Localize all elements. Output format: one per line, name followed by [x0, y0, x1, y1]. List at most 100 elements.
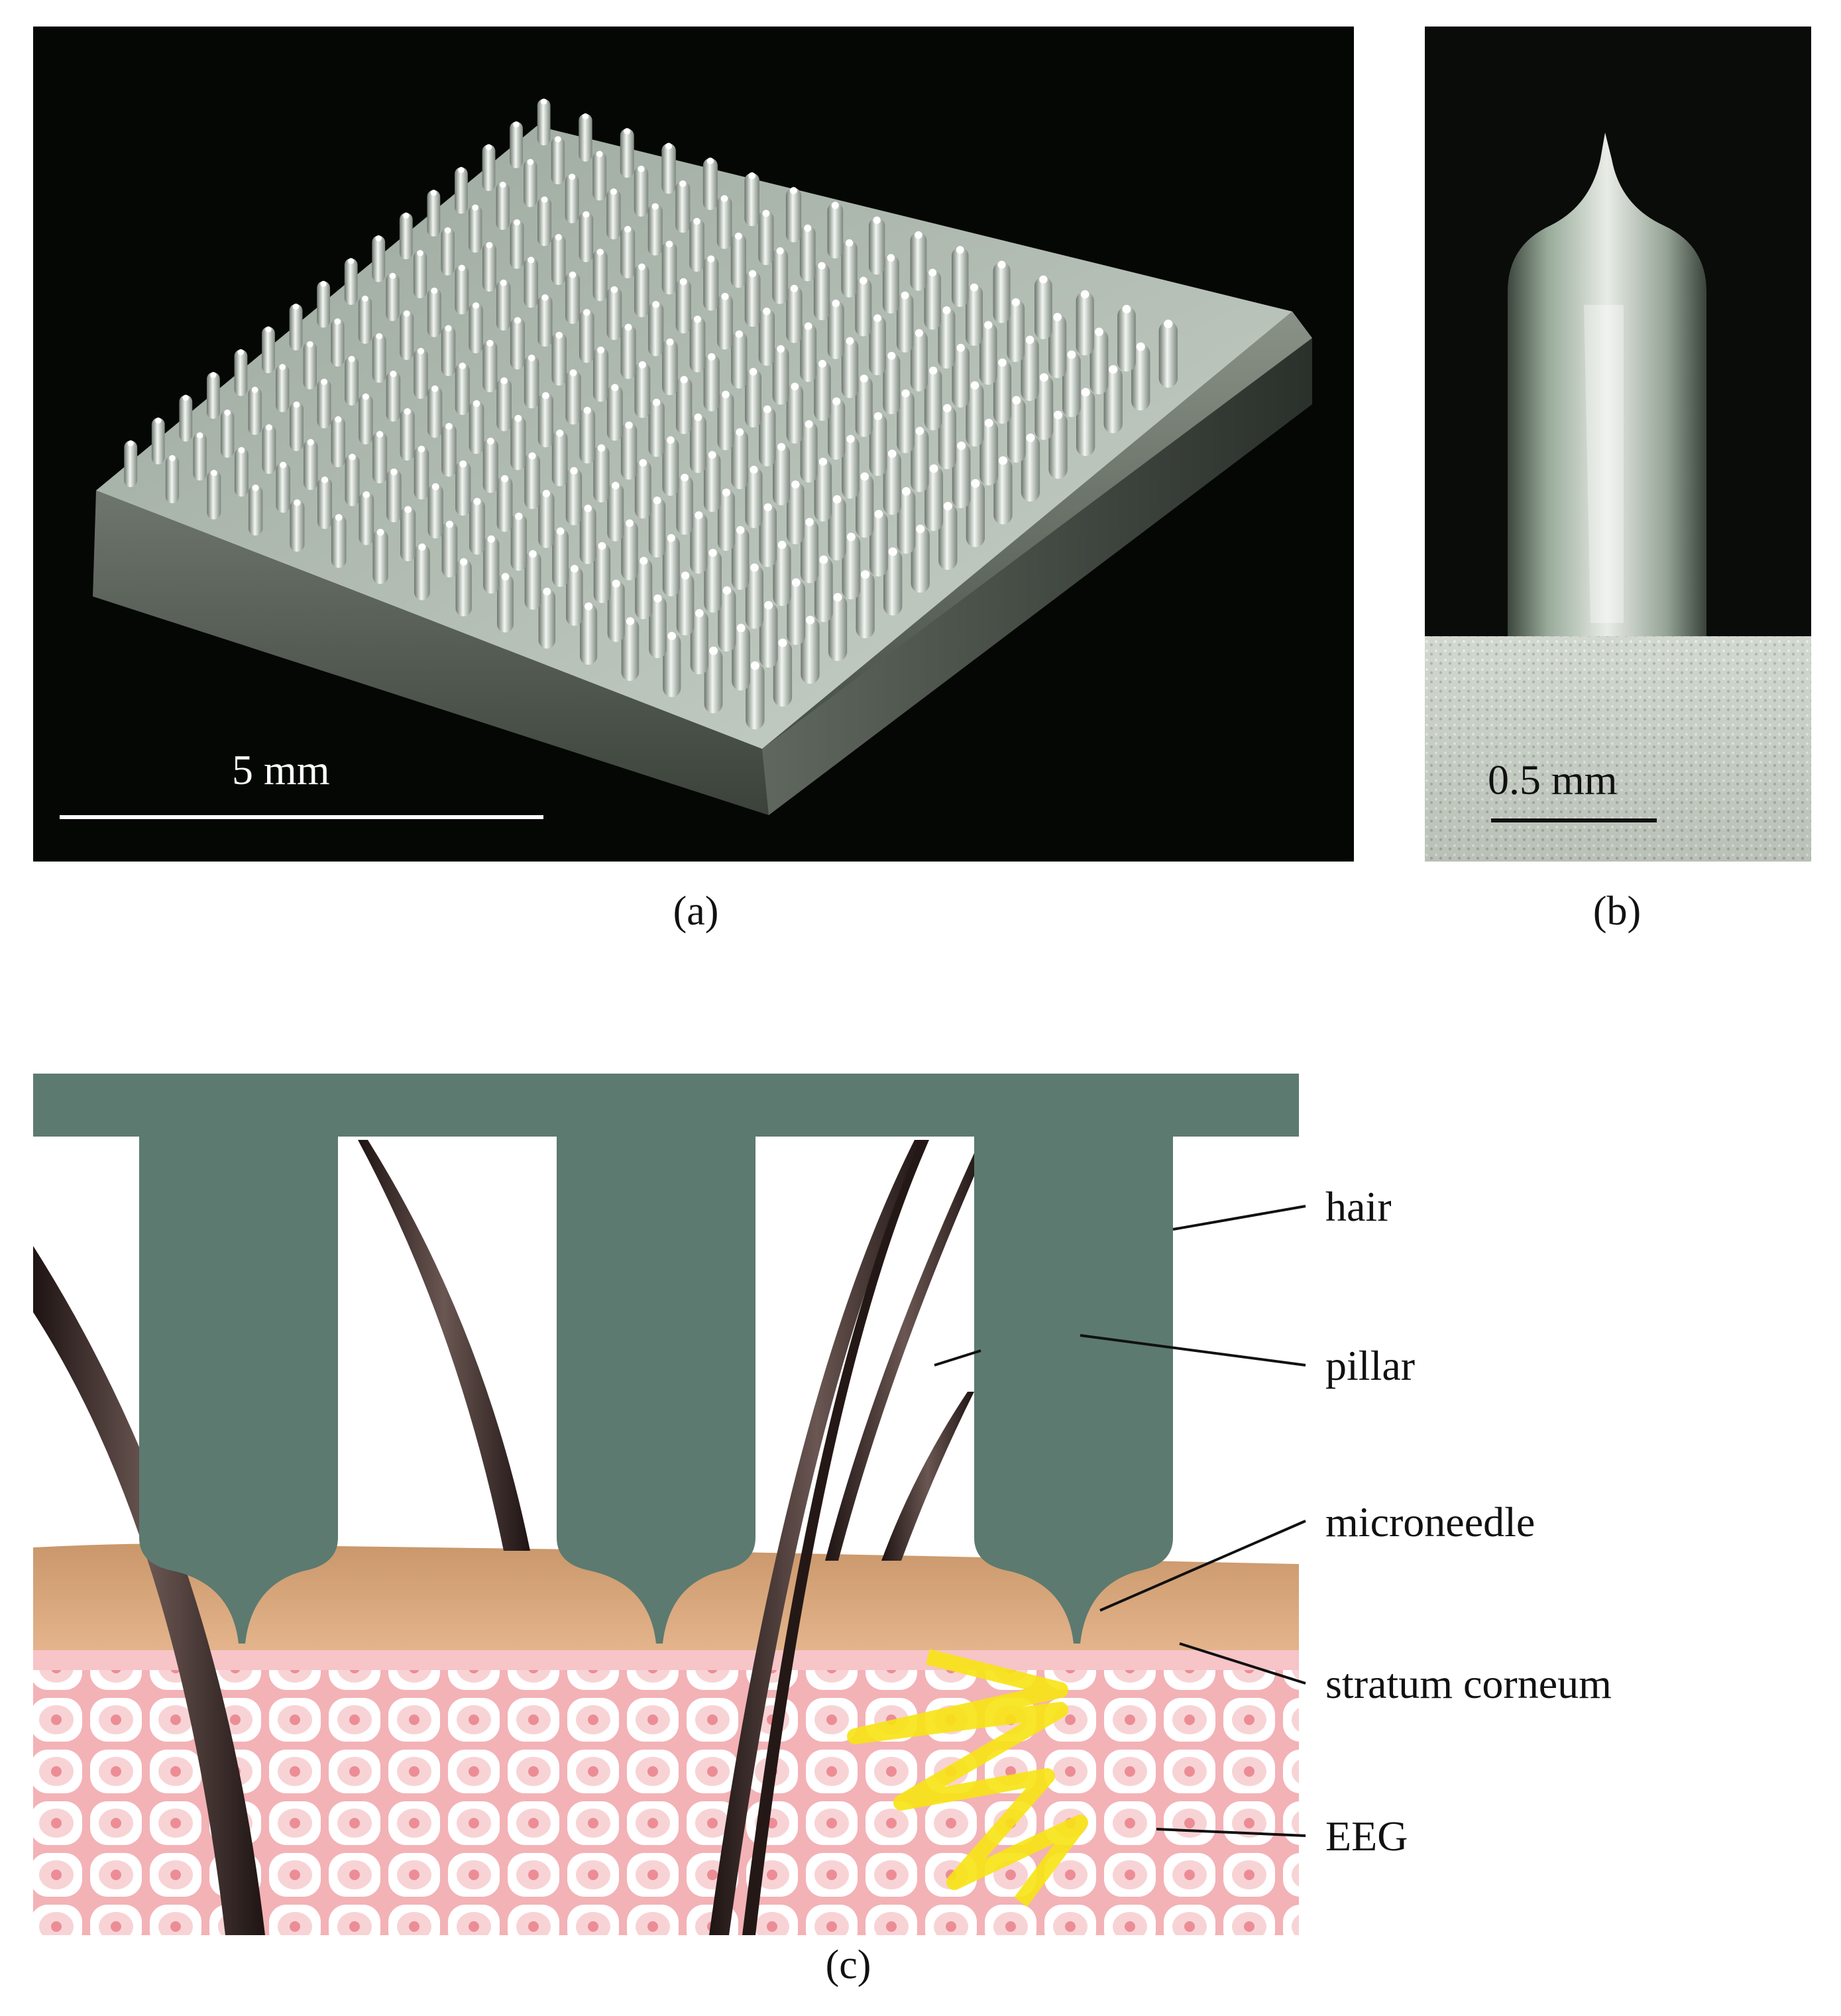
array-pin-highlight: [404, 506, 412, 514]
array-pin: [952, 345, 970, 408]
array-pin: [785, 188, 802, 243]
scale-label-b: 0.5 mm: [1488, 756, 1618, 803]
array-pin: [386, 273, 400, 321]
array-pin: [524, 453, 541, 510]
array-pin: [496, 280, 511, 331]
array-pin: [675, 279, 691, 334]
array-pin: [606, 384, 623, 441]
array-pin: [510, 219, 524, 269]
array-pin-highlight: [764, 600, 773, 610]
array-pin: [717, 392, 734, 451]
array-pin-highlight: [515, 512, 523, 520]
array-pin: [1131, 344, 1150, 411]
array-pin-highlight: [486, 437, 494, 445]
array-pin-highlight: [873, 216, 881, 224]
array-pin-highlight: [943, 404, 952, 413]
array-pin: [689, 316, 706, 372]
array-pin-highlight: [861, 570, 870, 579]
array-pin-highlight: [528, 354, 535, 362]
array-pin: [813, 263, 830, 321]
array-pin: [856, 571, 875, 639]
array-pin: [662, 437, 679, 496]
array-pin-highlight: [541, 294, 549, 302]
array-pin-highlight: [320, 280, 327, 287]
array-pin-highlight: [1109, 365, 1118, 374]
array-pin-highlight: [957, 441, 966, 451]
array-pin: [689, 218, 704, 272]
array-pin: [621, 618, 640, 681]
array-pin-highlight: [459, 264, 465, 272]
array-pin-highlight: [1026, 433, 1035, 443]
array-pin-highlight: [942, 306, 951, 315]
array-pin: [1089, 329, 1109, 394]
array-pin: [703, 256, 719, 311]
array-pin-highlight: [665, 142, 673, 150]
array-pin: [207, 470, 221, 520]
array-pin-highlight: [694, 315, 701, 323]
array-pin: [579, 211, 594, 262]
panel-label-b: (b): [1592, 889, 1642, 934]
array-pin-highlight: [791, 382, 799, 391]
array-pin-highlight: [529, 550, 537, 558]
array-pin-highlight: [708, 549, 717, 557]
array-pin: [276, 462, 290, 513]
array-pin-highlight: [460, 558, 468, 566]
array-pin: [634, 264, 649, 317]
panel-label-c: (c): [825, 1942, 871, 1988]
array-pin: [635, 558, 653, 620]
array-pin-highlight: [956, 246, 964, 254]
array-pin: [220, 410, 235, 458]
array-pin: [537, 197, 552, 247]
array-pin-highlight: [805, 616, 815, 625]
array-pin: [924, 466, 943, 532]
array-pin-highlight: [445, 423, 453, 430]
array-pin: [702, 158, 718, 210]
array-pin-highlight: [735, 232, 742, 240]
array-pin-highlight: [846, 532, 856, 541]
array-pin: [400, 408, 415, 461]
array-pin-highlight: [665, 241, 673, 248]
array-pin: [772, 248, 789, 304]
array-pin: [592, 249, 608, 302]
array-pin-highlight: [473, 302, 480, 309]
array-pin: [455, 167, 468, 214]
array-pin-highlight: [832, 495, 842, 504]
array-pin-highlight: [1053, 313, 1062, 321]
array-pin-highlight: [418, 347, 424, 355]
array-pin: [469, 498, 485, 555]
array-pin-highlight: [1081, 388, 1090, 397]
array-pin-highlight: [210, 469, 217, 476]
array-pin: [304, 439, 318, 490]
array-pin: [400, 506, 416, 561]
array-pin-highlight: [445, 325, 452, 332]
array-pin: [496, 378, 512, 431]
array-pin: [717, 294, 733, 350]
array-pin-highlight: [280, 461, 287, 469]
array-pin-highlight: [640, 557, 648, 565]
array-pin: [1158, 321, 1178, 388]
array-pin-highlight: [831, 201, 839, 209]
array-pin: [262, 424, 276, 474]
array-pin-highlight: [598, 541, 606, 550]
array-pin-highlight: [777, 540, 787, 549]
array-pin-highlight: [929, 464, 938, 473]
array-pin: [441, 325, 456, 376]
array-pin: [524, 257, 538, 308]
array-pin-highlight: [375, 235, 382, 242]
array-pin-highlight: [679, 180, 687, 188]
array-pin-highlight: [182, 394, 189, 401]
array-pin-highlight: [612, 482, 620, 490]
array-pin: [842, 436, 860, 499]
array-pin: [455, 363, 470, 416]
array-pin: [1007, 300, 1025, 363]
array-pin-highlight: [541, 98, 547, 105]
array-pin: [690, 512, 708, 574]
panel-label-a: (a): [673, 889, 719, 934]
array-pin: [538, 490, 555, 548]
array-pin-highlight: [833, 592, 842, 602]
array-pin-highlight: [791, 480, 800, 489]
array-pin-highlight: [390, 468, 398, 476]
array-pin: [800, 323, 817, 382]
array-pin-highlight: [804, 322, 812, 330]
array-pin: [1021, 337, 1039, 401]
